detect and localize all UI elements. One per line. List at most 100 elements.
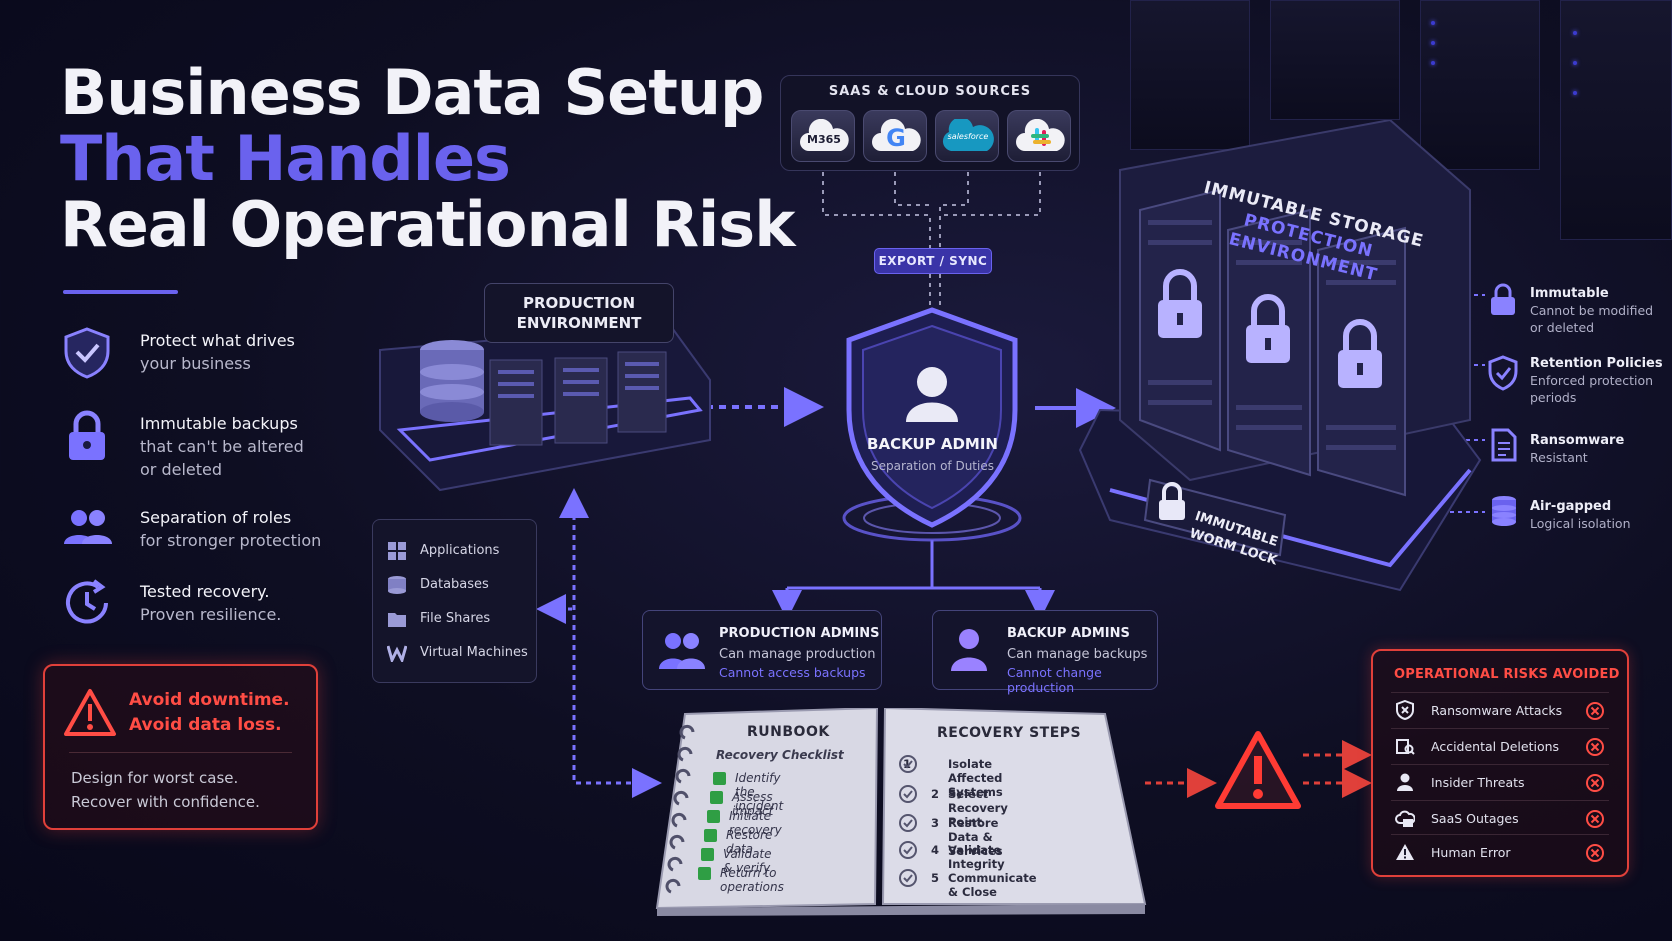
warning-icon: [1215, 731, 1301, 809]
checklist-item: Assess impact: [709, 790, 774, 818]
checklist-item: Return to operations: [698, 866, 784, 894]
saas-heading: SAAS & CLOUD SOURCES: [828, 84, 1032, 99]
google-label: G: [886, 124, 906, 152]
production-assets-list: Applications Databases File Shares Virtu…: [372, 519, 537, 683]
property-title: Retention Policies: [1530, 356, 1663, 371]
step-text: Select Recovery Point: [948, 787, 1008, 829]
lock-icon: [69, 410, 105, 460]
document-icon: [1491, 428, 1517, 462]
step-text: Isolate Affected Systems: [948, 757, 1003, 799]
risk-label: Ransomware Attacks: [1431, 703, 1563, 718]
shield-x-icon: [1396, 700, 1414, 720]
property-title: Air-gapped: [1530, 499, 1612, 514]
recovery-steps-heading: RECOVERY STEPS: [937, 725, 1082, 741]
title-line-3: Real Operational Risk: [60, 188, 795, 261]
feature-title: Tested recovery.: [140, 582, 270, 601]
lock-icon: [1158, 269, 1382, 388]
tile-google[interactable]: G: [863, 110, 927, 162]
feature-text: for stronger protection: [140, 531, 322, 550]
feature-text: Proven resilience.: [140, 605, 282, 624]
step-check-icons: [899, 755, 917, 887]
runbook-heading: RUNBOOK: [747, 724, 830, 740]
production-environment-label: PRODUCTION ENVIRONMENT: [484, 283, 674, 343]
title-underline: [63, 290, 178, 294]
tile-salesforce[interactable]: salesforce: [935, 110, 999, 162]
property-desc: Resistant: [1530, 450, 1588, 465]
user-icon: [1397, 773, 1413, 791]
admin-restriction: Cannot change production: [1007, 665, 1102, 695]
slack-icon: [1016, 119, 1065, 151]
feature-text-2: or deleted: [140, 460, 223, 479]
avoid-line-1: Avoid downtime.: [129, 690, 290, 710]
x-circle-icon: [1586, 844, 1604, 862]
checklist-item: Initiate recovery: [707, 809, 782, 837]
tile-m365[interactable]: M365: [791, 110, 855, 162]
risk-label: Insider Threats: [1431, 775, 1525, 790]
risk-row: Accidental Deletions: [1391, 728, 1609, 764]
production-admins-card: PRODUCTION ADMINS Can manage production …: [642, 610, 882, 690]
vm-icon: [387, 645, 407, 662]
database-stack-icon: [420, 340, 484, 422]
checklist-item: Restore data: [703, 828, 773, 856]
backup-admin-subtitle: Separation of Duties: [871, 459, 994, 473]
avoid-downtime-callout: Avoid downtime.Avoid data loss. Design f…: [43, 664, 318, 830]
runbook-subheading: Recovery Checklist: [716, 748, 844, 762]
worm-lock-icon: [1159, 482, 1185, 520]
step-number: 1: [903, 757, 912, 771]
property-desc: Enforced protection: [1530, 373, 1654, 388]
x-circle-icon: [1586, 702, 1604, 720]
property-desc-2: or deleted: [1530, 320, 1595, 335]
background-rack: [1420, 0, 1540, 170]
export-sync-badge: EXPORT / SYNC: [874, 248, 992, 274]
property-desc: Cannot be modified: [1530, 303, 1654, 318]
risk-row: Ransomware Attacks: [1391, 692, 1609, 728]
salesforce-label: salesforce: [947, 132, 989, 141]
m365-cloud-icon: [800, 119, 849, 151]
database-icon: [388, 576, 406, 594]
google-icon: [872, 119, 921, 151]
backup-admin-shield: [842, 307, 1022, 542]
step-number: 5: [931, 871, 940, 885]
admin-title: BACKUP ADMINS: [1007, 626, 1130, 641]
folder-icon: [388, 613, 406, 627]
step-number: 3: [931, 816, 940, 830]
step-number: 2: [931, 787, 940, 801]
feature-title: Separation of roles: [140, 508, 292, 527]
warning-icon: [64, 689, 116, 736]
title-line-2: That Handles: [60, 122, 511, 195]
clock-refresh-icon: [66, 579, 108, 624]
asset-file-shares: File Shares: [420, 611, 491, 626]
operational-risks-panel: OPERATIONAL RISKS AVOIDED Ransomware Att…: [1371, 649, 1629, 877]
x-circle-icon: [1586, 774, 1604, 792]
title-line-1: Business Data Setup: [60, 56, 764, 129]
users-icon: [64, 510, 112, 544]
user-icon: [951, 629, 987, 671]
risks-heading: OPERATIONAL RISKS AVOIDED: [1394, 667, 1620, 682]
user-icon: [906, 367, 958, 422]
risk-label: Human Error: [1431, 845, 1511, 860]
step-text: Restore Data & Services: [948, 816, 1003, 858]
risk-row: SaaS Outages: [1391, 800, 1609, 836]
feature-title: Protect what drives: [140, 331, 295, 350]
immutable-storage-vault: [1078, 120, 1482, 592]
shield-check-icon: [64, 327, 110, 379]
users-icon: [659, 633, 705, 669]
avoid-sub-2: Recover with confidence.: [71, 793, 260, 811]
feature-text: that can't be altered: [140, 437, 304, 456]
step-number: 4: [931, 843, 940, 857]
feature-text: your business: [140, 354, 251, 373]
feature-protect: Protect what drives your business: [60, 325, 360, 395]
asset-virtual-machines: Virtual Machines: [420, 645, 528, 660]
tile-slack[interactable]: [1007, 110, 1071, 162]
admin-permission: Can manage backups: [1007, 647, 1148, 662]
risk-label: SaaS Outages: [1431, 811, 1519, 826]
background-rack: [1130, 0, 1250, 150]
page-title: Business Data Setup That Handles Real Op…: [60, 56, 795, 261]
asset-databases: Databases: [420, 577, 489, 592]
asset-applications: Applications: [420, 543, 500, 558]
admin-restriction: Cannot access backups: [719, 665, 866, 680]
production-platform: [379, 323, 711, 492]
